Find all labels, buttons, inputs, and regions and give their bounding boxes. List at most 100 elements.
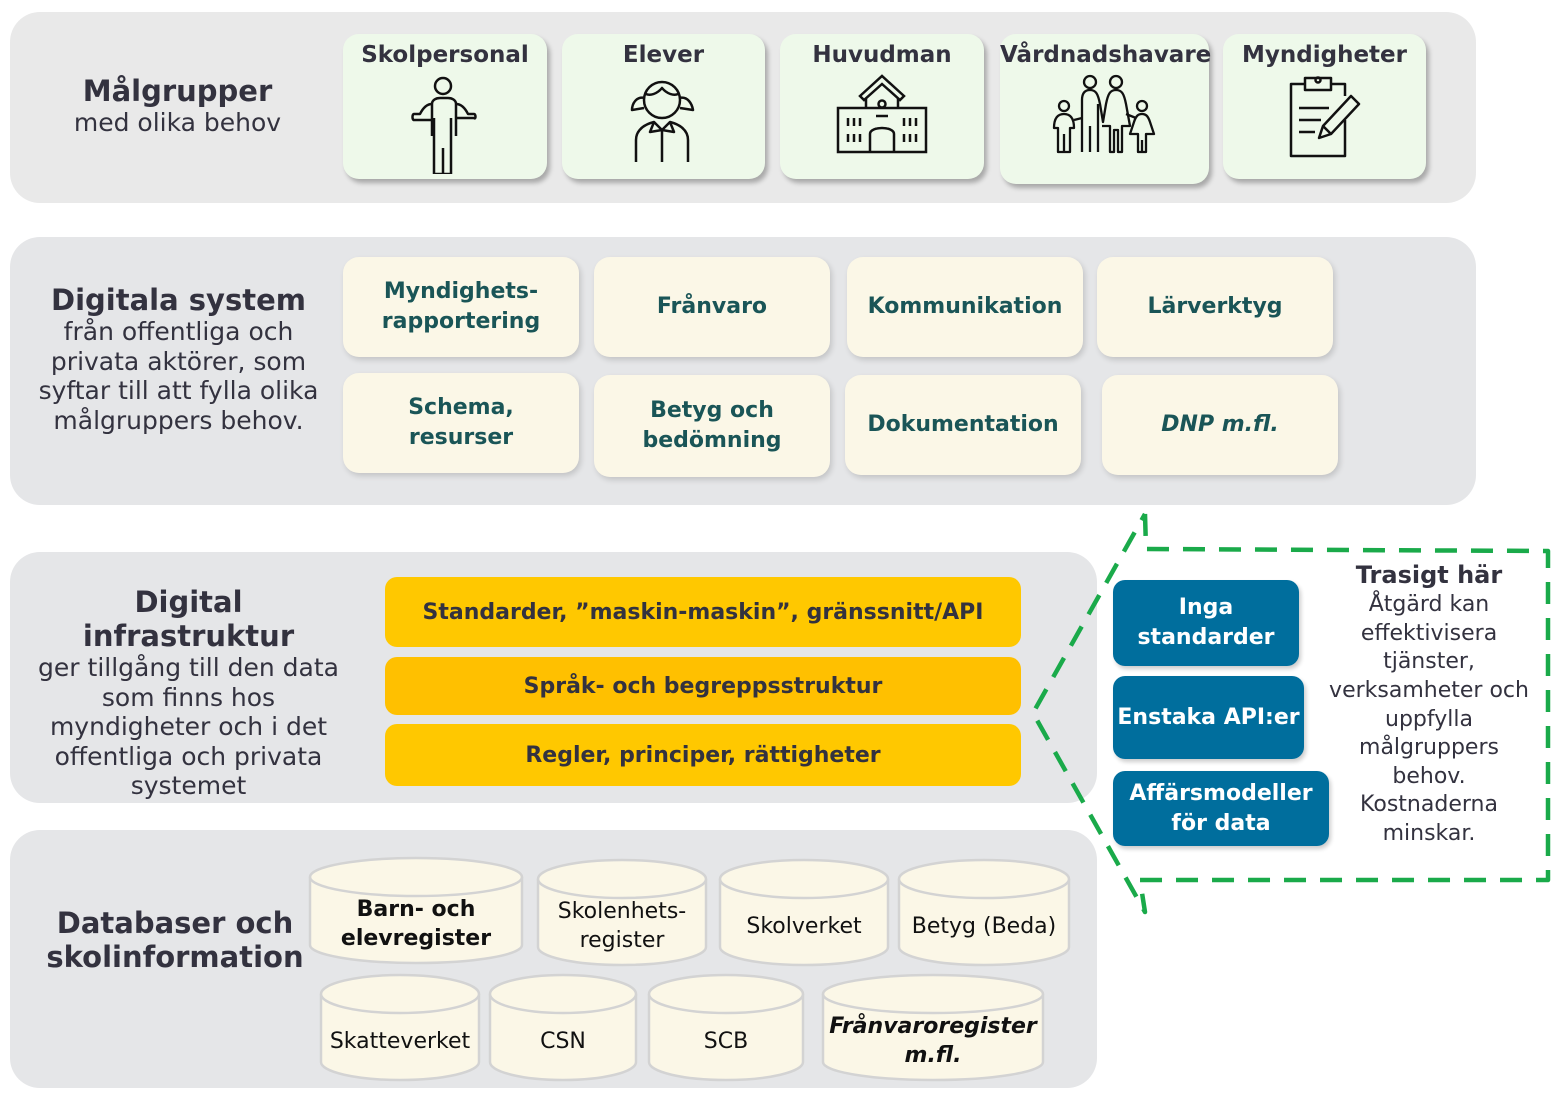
system-card-dokumentation[interactable]: Dokumentation [845, 375, 1081, 475]
person-shrug-icon [411, 76, 477, 174]
infra-layer-label: Språk- och begreppsstruktur [523, 673, 883, 699]
system-card-line: Myndighets- [383, 279, 539, 305]
note-line: behov. [1392, 763, 1466, 789]
databases-title-line: skolinformation [46, 940, 304, 975]
databases-title-line: Databaser och [56, 906, 294, 940]
note-line: verksamheter och [1329, 677, 1529, 703]
database-betyg-beda[interactable]: Betyg (Beda) [897, 857, 1071, 967]
databases-heading: Databaser och skolinformation [40, 906, 310, 974]
problem-line: Inga [1178, 595, 1234, 621]
target-group-label: Myndigheter [1242, 42, 1407, 68]
system-card-schema-resurser[interactable]: Schema, resurser [343, 373, 579, 473]
database-line: m.fl. [904, 1043, 962, 1068]
problem-business-models[interactable]: Affärsmodeller för data [1113, 771, 1329, 846]
database-label: Skatteverket [329, 1028, 471, 1054]
student-girl-icon [630, 80, 694, 162]
system-card-line: bedömning [642, 428, 782, 453]
system-card-line: Schema, [408, 395, 514, 421]
database-franvaroregister[interactable]: Frånvaroregister m.fl. [821, 972, 1045, 1082]
infrastructure-subtitle-line: offentliga och privata [54, 741, 323, 771]
system-card-line: Betyg och [650, 398, 774, 424]
database-cylinder-icon [718, 858, 890, 967]
note-line: effektivisera [1360, 620, 1498, 646]
system-card-larverktyg[interactable]: Lärverktyg [1097, 257, 1333, 357]
infrastructure-subtitle-line: som finns hos [101, 682, 276, 712]
infra-layer-label: Standarder, ”maskin-maskin”, gränssnitt/… [422, 599, 984, 625]
target-group-huvudman[interactable]: Huvudman [780, 34, 984, 179]
database-cylinder-icon [821, 973, 1045, 1082]
database-skatteverket[interactable]: Skatteverket [319, 972, 481, 1082]
system-card-betyg-bedomning[interactable]: Betyg och bedömning [594, 375, 830, 477]
digital-systems-title: Digitala system [51, 283, 306, 317]
target-group-vardnadshavare[interactable]: Vårdnadshavare [1000, 34, 1212, 184]
system-card-label: Dokumentation [867, 412, 1059, 438]
database-cylinder-icon [308, 856, 524, 965]
system-card-kommunikation[interactable]: Kommunikation [847, 257, 1083, 357]
note-line: Kostnaderna [1360, 792, 1498, 818]
infrastructure-subtitle-line: systemet [130, 771, 247, 801]
database-line: Frånvaroregister [829, 1014, 1037, 1040]
system-card-line: rapportering [381, 309, 541, 334]
database-line: elevregister [340, 926, 492, 951]
target-group-label: Skolpersonal [361, 42, 529, 68]
target-group-myndigheter[interactable]: Myndigheter [1223, 34, 1426, 179]
system-card-label: Kommunikation [867, 294, 1063, 320]
infrastructure-subtitle-line: myndigheter och i det [49, 712, 328, 742]
infra-layer-rules[interactable]: Regler, principer, rättigheter [385, 724, 1021, 786]
family-icon [1052, 74, 1155, 154]
system-card-label: Frånvaro [656, 294, 768, 320]
problem-line: Enstaka API:er [1117, 704, 1300, 730]
infrastructure-subtitle-line: ger tillgång till den data [38, 653, 339, 683]
digital-systems-heading: Digitala system från offentliga och priv… [30, 283, 327, 435]
problem-line: standarder [1137, 625, 1275, 650]
system-card-label: DNP m.fl. [1161, 412, 1279, 438]
problem-line: för data [1171, 810, 1271, 836]
database-line: register [579, 928, 665, 953]
database-csn[interactable]: CSN [488, 972, 638, 1082]
system-card-franvaro[interactable]: Frånvaro [594, 257, 830, 357]
note-line: tjänster, [1383, 649, 1475, 675]
note-line: uppfylla [1385, 706, 1473, 732]
target-group-label: Huvudman [812, 42, 952, 68]
database-label: SCB [703, 1028, 749, 1054]
database-skolverket[interactable]: Skolverket [718, 857, 890, 967]
target-group-elever[interactable]: Elever [562, 34, 765, 179]
target-groups-heading: Målgrupper med olika behov [40, 74, 315, 138]
school-building-icon [836, 74, 928, 154]
infra-layer-label: Regler, principer, rättigheter [525, 742, 881, 768]
infrastructure-title: Digital infrastruktur [82, 585, 295, 654]
clipboard-pencil-icon [1289, 76, 1360, 158]
target-group-label: Vårdnadshavare [1000, 42, 1212, 68]
system-card-myndighetsrapportering[interactable]: Myndighets-rapportering [343, 257, 579, 357]
infra-layer-language[interactable]: Språk- och begreppsstruktur [385, 657, 1021, 715]
target-groups-title: Målgrupper [82, 74, 273, 108]
system-card-label: Lärverktyg [1147, 294, 1283, 320]
target-groups-subtitle: med olika behov [73, 108, 282, 138]
database-cylinder-icon [647, 973, 805, 1082]
database-cylinder-icon [536, 858, 708, 967]
database-label: Betyg (Beda) [911, 913, 1057, 939]
database-cylinder-icon [488, 973, 638, 1082]
problem-few-apis[interactable]: Enstaka API:er [1113, 676, 1304, 759]
note-line: Åtgärd kan [1368, 592, 1490, 618]
database-scb[interactable]: SCB [647, 972, 805, 1082]
note-line: minskar. [1382, 820, 1476, 846]
database-cylinder-icon [319, 973, 481, 1082]
system-card-dnp[interactable]: DNP m.fl. [1102, 375, 1338, 475]
note-line: målgruppers [1359, 735, 1499, 761]
database-cylinder-icon [897, 858, 1071, 967]
digital-systems-subtitle-line: från offentliga och [63, 317, 294, 347]
digital-systems-subtitle-line: målgruppers behov. [53, 405, 304, 435]
target-group-skolpersonal[interactable]: Skolpersonal [343, 34, 547, 179]
problem-line: Affärsmodeller [1129, 780, 1313, 806]
problem-no-standards[interactable]: Inga standarder [1113, 580, 1299, 666]
broken-here-title: Trasigt här [1355, 561, 1503, 589]
digital-systems-subtitle-line: privata aktörer, som [50, 346, 307, 376]
broken-here-note: Trasigt här Åtgärd kan effektivisera tjä… [1318, 560, 1540, 849]
infra-layer-standards[interactable]: Standarder, ”maskin-maskin”, gränssnitt/… [385, 577, 1021, 647]
system-card-line: resurser [408, 425, 514, 450]
database-line: Skolenhets- [557, 899, 687, 925]
database-skolenhetsregister[interactable]: Skolenhets-register [536, 857, 708, 967]
infrastructure-heading: Digital infrastruktur ger tillgång till … [26, 585, 351, 801]
